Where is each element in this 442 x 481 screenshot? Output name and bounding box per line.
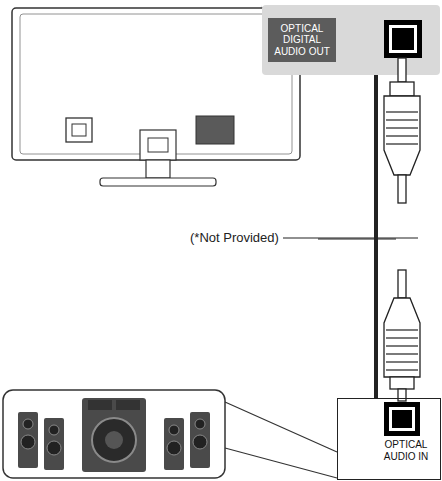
tv-stand-base bbox=[100, 178, 216, 186]
port-label-panel: OPTICAL DIGITAL AUDIO OUT bbox=[268, 8, 380, 72]
tv-stand-neck bbox=[146, 160, 170, 178]
callout-lines bbox=[225, 402, 337, 478]
tv-stand-mount-inner bbox=[148, 138, 168, 152]
speaker-callout-box bbox=[3, 390, 225, 478]
optical-port-frame bbox=[389, 407, 415, 431]
plug-collar bbox=[390, 82, 414, 96]
tv-jack bbox=[66, 118, 92, 142]
port-box: OPTICAL AUDIO IN bbox=[337, 398, 441, 480]
optical-port-frame bbox=[389, 25, 417, 53]
tv-jack-inner bbox=[72, 124, 86, 136]
tv-audio-port-area bbox=[196, 116, 234, 144]
plug-tip bbox=[398, 58, 406, 82]
callout-panel bbox=[262, 5, 440, 75]
plug-grip bbox=[283, 112, 418, 238]
optical-cable bbox=[374, 72, 378, 398]
optical-port-core bbox=[392, 28, 414, 50]
plug-strain-relief bbox=[398, 175, 406, 203]
plug-grip bbox=[386, 330, 418, 370]
speaker-set bbox=[18, 398, 210, 472]
tv-back bbox=[12, 8, 300, 160]
tv-stand-mount bbox=[140, 130, 176, 160]
optical-port-core bbox=[392, 410, 412, 428]
note-label: (*Not Provided) bbox=[190, 230, 279, 245]
optical-port bbox=[384, 20, 422, 58]
optical-port bbox=[384, 402, 420, 436]
port-label: OPTICAL DIGITAL AUDIO OUT bbox=[268, 18, 336, 63]
leader-line bbox=[318, 238, 396, 239]
plug-body bbox=[384, 96, 420, 175]
plug-body bbox=[384, 298, 420, 377]
port-label: OPTICAL AUDIO IN bbox=[374, 439, 438, 462]
plug-tip bbox=[398, 389, 406, 401]
plug-collar bbox=[390, 377, 414, 389]
plug-strain-relief bbox=[398, 270, 406, 298]
